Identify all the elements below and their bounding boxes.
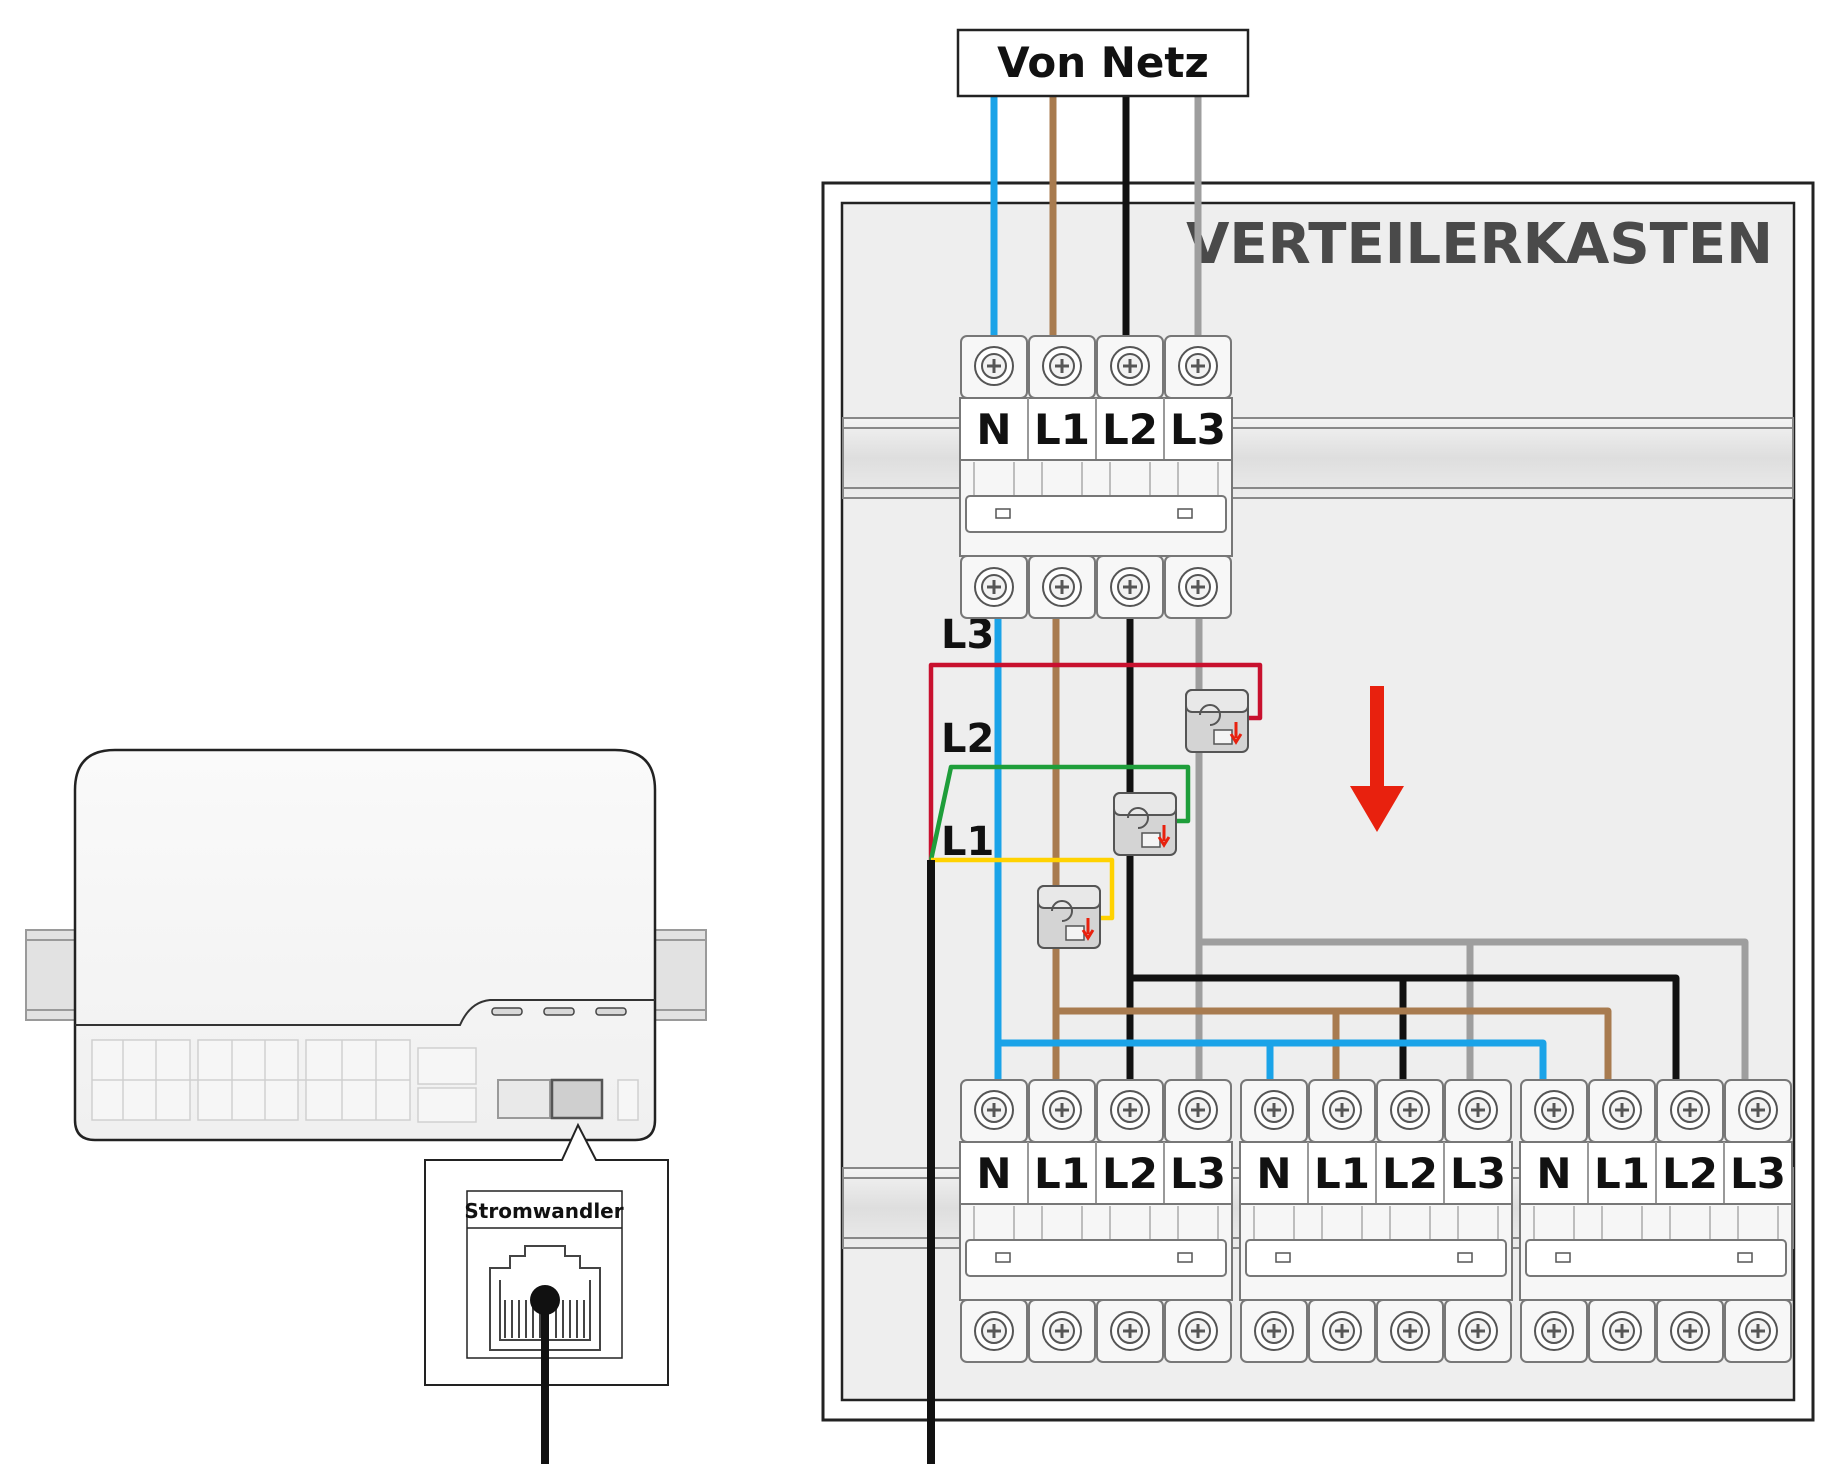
cabinet-label: VERTEILERKASTEN — [1186, 212, 1773, 277]
screw-terminal-icon — [1602, 1090, 1642, 1130]
ct-label-l2: L2 — [941, 716, 994, 762]
ct-label-l3: L3 — [941, 612, 994, 658]
din-rail-right-end — [651, 929, 707, 1021]
terminal-label-l1: L1 — [1034, 405, 1090, 454]
screw-terminal-icon — [1670, 1311, 1710, 1351]
screw-terminal-icon — [1178, 567, 1218, 607]
terminal-label-l3: L3 — [1170, 405, 1226, 454]
screw-terminal-icon — [1390, 1311, 1430, 1351]
incoming-wires — [990, 96, 1202, 338]
screw-terminal-icon — [1534, 1311, 1574, 1351]
ct-label-l1: L1 — [941, 819, 994, 865]
ct-wire-l2 — [928, 764, 1191, 861]
terminal-label-l3: L3 — [1450, 1149, 1506, 1198]
screw-terminal-icon — [1042, 1090, 1082, 1130]
screw-terminal-icon — [1534, 1090, 1574, 1130]
screw-terminal-icon — [1458, 1311, 1498, 1351]
screw-terminal-icon — [1110, 346, 1150, 386]
energy-meter-device: Stromwandler — [25, 748, 707, 1464]
screw-terminal-icon — [1110, 567, 1150, 607]
screw-terminal-icon — [1322, 1090, 1362, 1130]
screw-terminal-icon — [1254, 1311, 1294, 1351]
terminal-label-n: N — [976, 405, 1011, 454]
screw-terminal-icon — [974, 346, 1014, 386]
screw-terminal-icon — [1110, 1090, 1150, 1130]
screw-terminal-icon — [1738, 1090, 1778, 1130]
stromwandler-port-label: Stromwandler — [464, 1199, 623, 1223]
screw-terminal-icon — [1042, 346, 1082, 386]
meter-terminal-blocks — [91, 1039, 639, 1123]
rj45-port-icon — [550, 1078, 604, 1120]
screw-terminal-icon — [1602, 1311, 1642, 1351]
screw-terminal-icon — [1254, 1090, 1294, 1130]
screw-terminal-icon — [974, 567, 1014, 607]
terminal-label-l1: L1 — [1594, 1149, 1650, 1198]
led-indicator — [595, 1007, 627, 1016]
screw-terminal-icon — [1110, 1311, 1150, 1351]
terminal-label-l1: L1 — [1314, 1149, 1370, 1198]
wire-n-bus — [994, 600, 1547, 1082]
screw-terminal-icon — [1178, 1311, 1218, 1351]
screw-terminal-icon — [1670, 1090, 1710, 1130]
screw-terminal-icon — [1178, 1090, 1218, 1130]
screw-terminal-icon — [1458, 1090, 1498, 1130]
ct-clamp-icon — [1037, 885, 1101, 949]
terminal-label-l2: L2 — [1102, 1149, 1158, 1198]
ct-wire-l3 — [928, 662, 1263, 860]
terminal-label-l2: L2 — [1102, 405, 1158, 454]
grid-label-box — [956, 28, 1250, 98]
terminal-label-n: N — [976, 1149, 1011, 1198]
terminal-label-n: N — [1256, 1149, 1291, 1198]
screw-terminal-icon — [1042, 567, 1082, 607]
led-indicator — [543, 1007, 575, 1016]
ct-signal-wires — [927, 662, 1263, 1464]
terminal-label-l1: L1 — [1034, 1149, 1090, 1198]
screw-terminal-icon — [1390, 1090, 1430, 1130]
terminal-label-l2: L2 — [1382, 1149, 1438, 1198]
screw-terminal-icon — [974, 1311, 1014, 1351]
rj45-port-icon — [489, 1245, 601, 1351]
cable-plug — [530, 1285, 560, 1315]
grid-label: Von Netz — [997, 38, 1209, 87]
ct-clamp-icon — [1113, 792, 1177, 856]
terminal-label-l2: L2 — [1662, 1149, 1718, 1198]
meter-front-edge — [75, 999, 655, 1026]
screw-terminal-icon — [1738, 1311, 1778, 1351]
ct-wire-l1 — [931, 857, 1115, 921]
screw-terminal-icon — [1322, 1311, 1362, 1351]
led-indicator — [491, 1007, 523, 1016]
terminal-label-n: N — [1536, 1149, 1571, 1198]
screw-terminal-icon — [1178, 346, 1218, 386]
ct-clamp-icon — [1185, 689, 1249, 753]
screw-terminal-icon — [974, 1090, 1014, 1130]
direction-arrow-icon — [1350, 686, 1404, 832]
terminal-label-l3: L3 — [1170, 1149, 1226, 1198]
screw-terminal-icon — [1042, 1311, 1082, 1351]
terminal-label-l3: L3 — [1730, 1149, 1786, 1198]
internal-wiring — [994, 600, 1749, 1082]
rj45-port-icon — [497, 1079, 551, 1119]
